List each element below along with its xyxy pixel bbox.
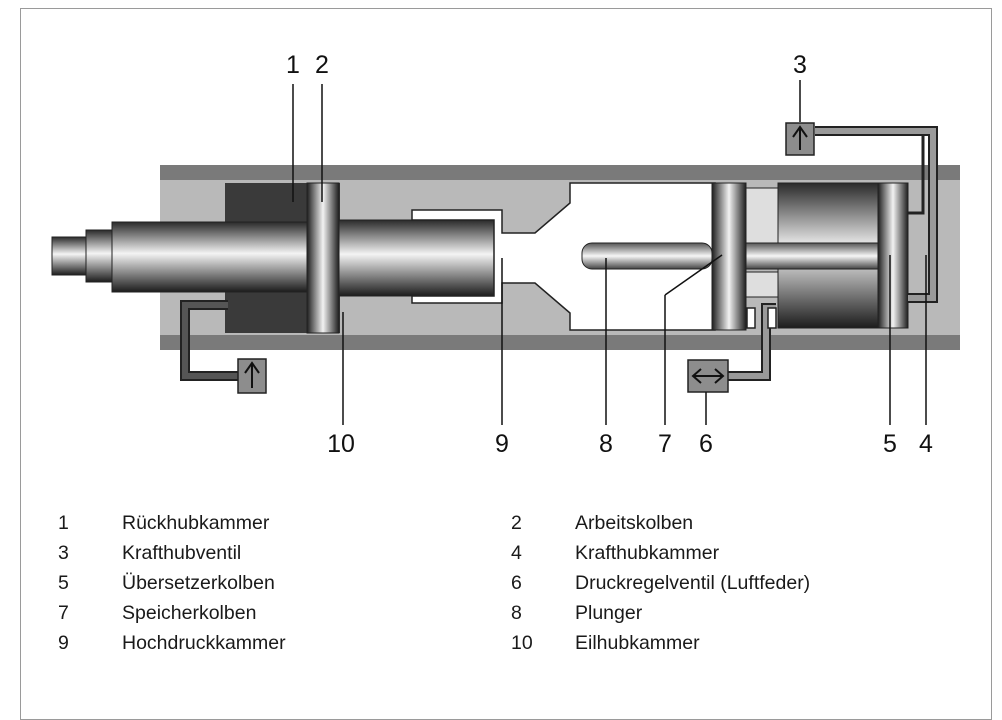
piston-rod <box>51 221 313 293</box>
callout-1: 1 <box>286 51 300 79</box>
intensifier-piston <box>877 182 909 329</box>
legend-label: Rückhubkammer <box>122 512 270 534</box>
piston-guide-top <box>745 187 779 244</box>
double-arrow-icon <box>691 368 725 384</box>
callout-7: 7 <box>658 430 672 458</box>
power-stroke-valve <box>785 122 815 156</box>
legend-label: Druckregelventil (Luftfeder) <box>575 572 811 594</box>
legend-number: 10 <box>511 632 533 654</box>
intensifier-rod <box>745 242 881 270</box>
pressure-control-valve <box>687 359 729 393</box>
piston-guide-bottom <box>745 271 779 298</box>
legend-label: Krafthubventil <box>122 542 242 564</box>
legend-label: Übersetzerkolben <box>122 572 275 594</box>
storage-piston <box>711 182 747 331</box>
callout-4: 4 <box>919 430 933 458</box>
leader-lines <box>292 80 927 425</box>
return-stroke-valve <box>237 358 267 394</box>
legend-number: 3 <box>58 542 69 564</box>
legend-label: Krafthubkammer <box>575 542 720 564</box>
rapid-stroke-ram <box>338 219 495 297</box>
legend-number: 2 <box>511 512 522 534</box>
hydraulic-cylinder-diagram: 1 2 3 10 9 8 7 6 5 4 <box>51 51 960 458</box>
high-pressure-chamber <box>411 182 716 331</box>
legend-number: 4 <box>511 542 522 564</box>
callout-2: 2 <box>315 51 329 79</box>
callout-8: 8 <box>599 430 613 458</box>
legend-label: Eilhubkammer <box>575 632 700 654</box>
callout-6: 6 <box>699 430 713 458</box>
legend-label: Arbeitskolben <box>575 512 694 534</box>
callout-9: 9 <box>495 430 509 458</box>
callout-3: 3 <box>793 51 807 79</box>
arrow-up-icon <box>244 361 260 388</box>
pipes <box>180 126 938 381</box>
legend-number: 6 <box>511 572 522 594</box>
legend-label: Speicherkolben <box>122 602 257 624</box>
legend-number: 9 <box>58 632 69 654</box>
working-piston <box>306 182 340 334</box>
callout-5: 5 <box>883 430 897 458</box>
legend-label: Plunger <box>575 602 643 624</box>
legend-number: 7 <box>58 602 69 624</box>
legend-number: 5 <box>58 572 69 594</box>
arrow-up-icon <box>792 125 808 150</box>
plunger <box>581 242 713 270</box>
callout-10: 10 <box>327 430 355 458</box>
legend-number: 8 <box>511 602 522 624</box>
legend-number: 1 <box>58 512 69 534</box>
legend-label: Hochdruckkammer <box>122 632 286 654</box>
